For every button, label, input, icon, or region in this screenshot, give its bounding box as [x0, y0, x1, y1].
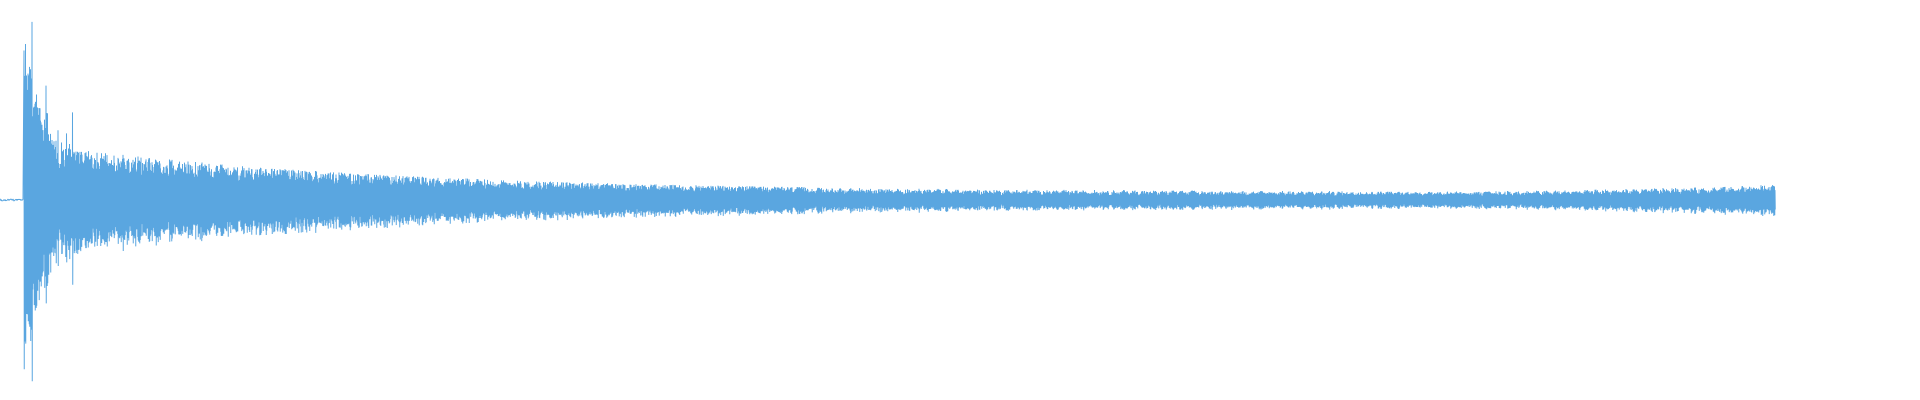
waveform-trace — [0, 21, 1776, 382]
